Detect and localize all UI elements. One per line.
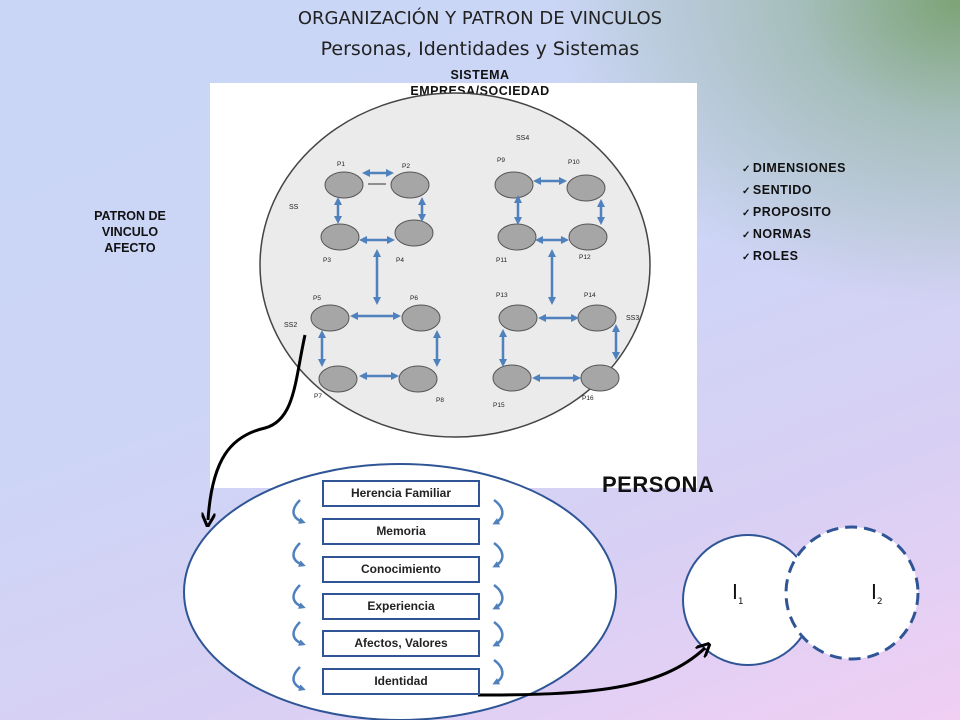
persona-label: PERSONA bbox=[602, 472, 715, 497]
layer-identidad: Identidad bbox=[322, 668, 480, 695]
person-label: P3 bbox=[323, 257, 331, 264]
subsystem-label: SS3 bbox=[626, 315, 639, 322]
subsystem-label: SS4 bbox=[516, 135, 529, 142]
person-node bbox=[494, 171, 534, 199]
person-node bbox=[577, 304, 617, 332]
cycle-arrow-icon bbox=[292, 499, 306, 524]
person-node bbox=[390, 171, 430, 199]
person-label: P1 bbox=[337, 161, 345, 168]
person-node bbox=[324, 171, 364, 199]
cycle-arrow-icon bbox=[492, 541, 504, 568]
link-arrow bbox=[208, 334, 307, 520]
person-node bbox=[398, 365, 438, 393]
patron-label: PATRON DE VINCULO AFECTO bbox=[94, 209, 166, 255]
person-node bbox=[320, 223, 360, 251]
person-label: P8 bbox=[436, 397, 444, 404]
layer-experiencia: Experiencia bbox=[322, 593, 480, 620]
identity-label-1: I1 bbox=[732, 580, 744, 607]
cycle-arrow-icon bbox=[492, 658, 504, 685]
person-node bbox=[401, 304, 441, 332]
persona-ellipse bbox=[183, 463, 617, 720]
subtitle: Personas, Identidades y Sistemas bbox=[320, 38, 640, 60]
person-node bbox=[394, 219, 434, 247]
person-label: P13 bbox=[496, 292, 508, 299]
identity-circle-2 bbox=[784, 525, 920, 661]
person-label: P10 bbox=[568, 159, 580, 166]
person-label: P12 bbox=[579, 254, 591, 261]
person-label: P4 bbox=[396, 257, 404, 264]
cycle-arrow-icon bbox=[492, 583, 504, 610]
person-label: P2 bbox=[402, 163, 410, 170]
title: ORGANIZACIÓN Y PATRON DE VINCULOS bbox=[297, 8, 663, 29]
layer-afectos-valores: Afectos, Valores bbox=[322, 630, 480, 657]
person-node bbox=[497, 223, 537, 251]
list-item: ROLES bbox=[742, 246, 846, 268]
person-label: P5 bbox=[313, 295, 321, 302]
person-node bbox=[580, 364, 620, 392]
list-item: PROPOSITO bbox=[742, 202, 846, 224]
person-label: P11 bbox=[496, 257, 507, 264]
cycle-arrow-icon bbox=[292, 621, 306, 646]
dimensions-list: DIMENSIONES SENTIDO PROPOSITO NORMAS ROL… bbox=[742, 158, 846, 268]
cycle-arrow-icon bbox=[492, 620, 504, 647]
list-item: NORMAS bbox=[742, 224, 846, 246]
cycle-arrow-icon bbox=[292, 584, 306, 609]
person-node bbox=[310, 304, 350, 332]
person-node bbox=[498, 304, 538, 332]
person-label: P7 bbox=[314, 393, 322, 400]
person-label: P9 bbox=[497, 157, 505, 164]
layer-conocimiento: Conocimiento bbox=[322, 556, 480, 583]
person-label: P15 bbox=[493, 402, 505, 409]
identity-label-2: I2 bbox=[871, 580, 883, 607]
person-label: P14 bbox=[584, 292, 596, 299]
person-node bbox=[492, 364, 532, 392]
cycle-arrow-icon bbox=[292, 542, 306, 567]
subsystem-label: SS bbox=[289, 204, 299, 211]
person-label: P16 bbox=[582, 395, 594, 402]
layer-memoria: Memoria bbox=[322, 518, 480, 545]
list-item: SENTIDO bbox=[742, 180, 846, 202]
link-arrow bbox=[477, 648, 705, 697]
person-node bbox=[568, 223, 608, 251]
list-item: DIMENSIONES bbox=[742, 158, 846, 180]
subsystem-label: SS2 bbox=[284, 322, 297, 329]
person-node bbox=[318, 365, 358, 393]
person-label: P6 bbox=[410, 295, 418, 302]
cycle-arrow-icon bbox=[292, 666, 306, 691]
person-node bbox=[566, 174, 606, 202]
cycle-arrow-icon bbox=[492, 498, 504, 525]
layer-herencia-familiar: Herencia Familiar bbox=[322, 480, 480, 507]
